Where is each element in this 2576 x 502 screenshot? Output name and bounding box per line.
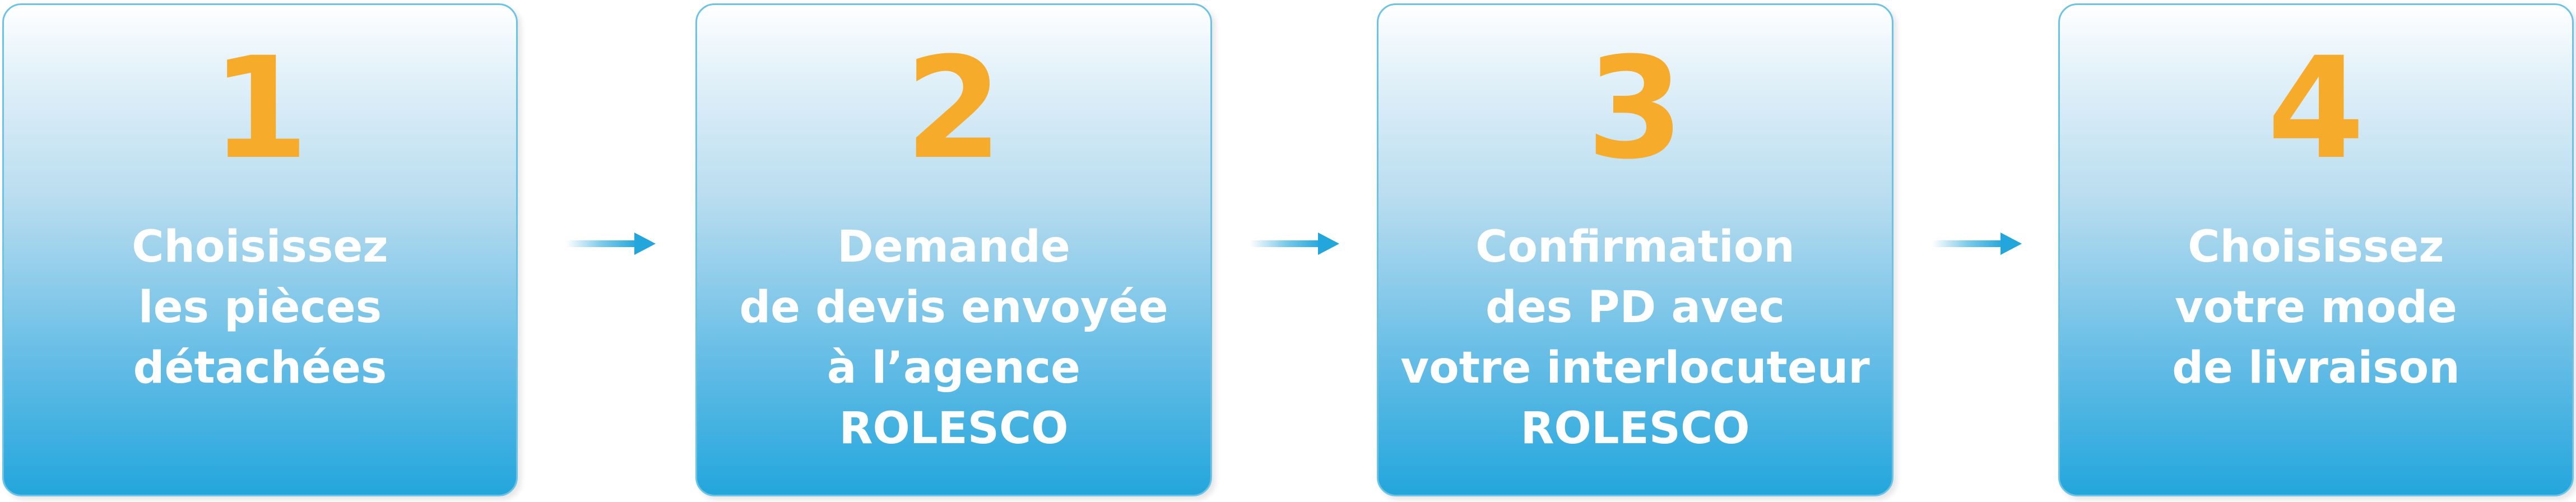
step-text-line: Choisissez [132, 222, 388, 272]
step-text-line: de devis envoyée [739, 282, 1168, 333]
step-text-line: les pièces [138, 282, 382, 333]
step-number: 3 [1586, 27, 1684, 190]
right-arrow-icon [1250, 233, 1339, 255]
step-text-line: à l’agence [827, 343, 1081, 393]
right-arrow-icon [1932, 233, 2022, 255]
step-box-2: 2 Demande de devis envoyée à l’agence RO… [695, 3, 1212, 496]
step-text-line: Confirmation [1475, 222, 1795, 272]
step-box-4: 4 Choisissez votre mode de livraison [2058, 3, 2574, 496]
step-text-line: ROLESCO [1520, 403, 1750, 454]
step-text-line: votre interlocuteur [1400, 343, 1870, 393]
step-box-1: 1 Choisissez les pièces détachées [2, 3, 518, 496]
step-text-line: Demande [837, 222, 1070, 272]
right-arrow-icon [566, 233, 656, 255]
step-text-line: votre mode [2175, 282, 2457, 333]
step-text: Confirmation des PD avec votre interlocu… [1390, 217, 1881, 459]
step-number: 1 [211, 27, 309, 190]
step-number: 4 [2267, 27, 2365, 190]
step-text: Choisissez les pièces détachées [15, 217, 505, 398]
step-text-line: des PD avec [1485, 282, 1785, 333]
step-text: Demande de devis envoyée à l’agence ROLE… [708, 217, 1199, 459]
step-text-line: de livraison [2172, 343, 2460, 393]
step-text-line: Choisissez [2188, 222, 2444, 272]
step-text-line: détachées [133, 343, 387, 393]
step-box-3: 3 Confirmation des PD avec votre interlo… [1377, 3, 1893, 496]
step-text-line: ROLESCO [839, 403, 1069, 454]
step-number: 2 [905, 27, 1002, 190]
step-text: Choisissez votre mode de livraison [2071, 217, 2561, 398]
